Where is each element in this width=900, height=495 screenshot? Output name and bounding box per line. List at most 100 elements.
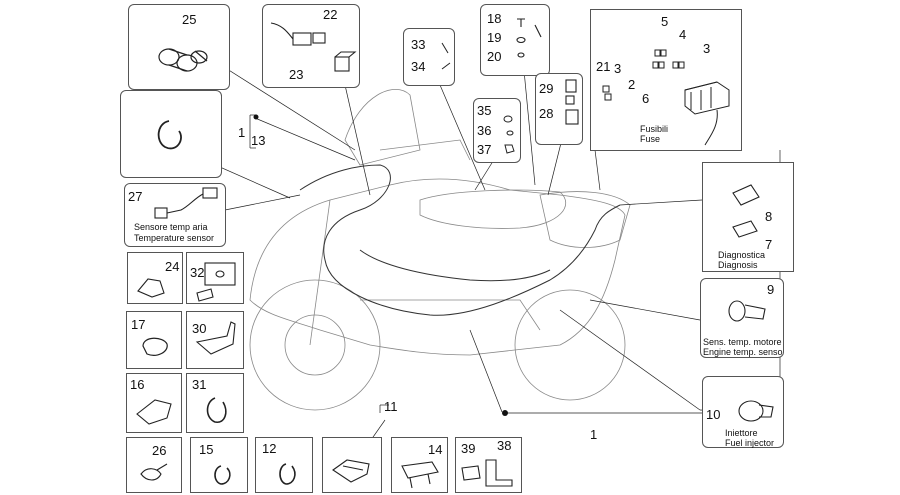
part-box-11 — [322, 437, 382, 493]
callout-39: 39 — [461, 441, 476, 456]
callout-29: 29 — [539, 81, 554, 96]
callout-26: 26 — [152, 443, 167, 458]
injector-caption-en: Fuel injector — [725, 438, 775, 448]
seat-outline — [419, 189, 566, 229]
callout-17: 17 — [131, 317, 146, 332]
callout-7: 7 — [765, 237, 773, 252]
part-box-7-8 — [702, 162, 794, 272]
screw-washer-icon — [441, 42, 451, 70]
wiring-harness — [299, 164, 621, 316]
part-box-38-39 — [455, 437, 522, 493]
callout-5: 5 — [661, 14, 669, 29]
fuse-caption-en: Fuse — [640, 134, 661, 144]
front-wheel-hub — [284, 314, 346, 376]
air-temp-caption-it: Sensore temp aria — [134, 222, 208, 232]
callout-35: 35 — [477, 103, 492, 118]
part-box-16 — [126, 373, 182, 433]
callout-9: 9 — [767, 282, 775, 297]
part-box-10 — [702, 376, 784, 448]
callout-24: 24 — [165, 259, 180, 274]
cable-tie-icon — [140, 463, 168, 481]
callout-12: 12 — [262, 441, 277, 456]
callout-2: 2 — [628, 77, 636, 92]
part-box-9 — [700, 278, 784, 358]
part-box-22-23 — [262, 4, 360, 88]
part-box-14 — [391, 437, 448, 493]
ignition-switch-icon — [158, 48, 208, 72]
callout-15: 15 — [199, 442, 214, 457]
callout-13: 13 — [251, 133, 266, 148]
cable-clip-icon — [157, 120, 182, 150]
callout-23: 23 — [289, 67, 304, 82]
callout-6: 6 — [642, 91, 650, 106]
front-fork-outline — [309, 199, 331, 346]
diagnosis-caption-it: Diagnostica — [718, 250, 766, 260]
engine-temp-caption-it: Sens. temp. motore — [703, 337, 782, 347]
bolt-washer-nut-icon — [516, 18, 542, 58]
callout-30: 30 — [192, 321, 207, 336]
callout-28: 28 — [539, 106, 554, 121]
part-box-27 — [124, 183, 226, 247]
callout-27: 27 — [128, 189, 143, 204]
cable-guide-icon — [332, 459, 370, 483]
relay-icon — [565, 79, 579, 125]
part-box-17 — [126, 311, 182, 369]
fuse-caption-it: Fusibili — [640, 124, 669, 134]
part-box-30 — [186, 311, 244, 369]
handlebar-outline — [379, 139, 471, 161]
callout-33: 33 — [411, 37, 426, 52]
hose-clip-icon — [206, 397, 227, 423]
callout-20: 20 — [487, 49, 502, 64]
diagnosis-caption-en: Diagnosis — [718, 260, 758, 270]
callout-19: 19 — [487, 30, 502, 45]
callout-3-left: 3 — [614, 61, 622, 76]
callout-34: 34 — [411, 59, 426, 74]
part-box-13 — [120, 90, 222, 178]
part-box-15 — [190, 437, 248, 493]
part-box-33-34 — [403, 28, 455, 86]
part-box-28-29 — [535, 73, 583, 145]
spring-clip-icon — [214, 465, 231, 485]
callout-1-bottom: 1 — [590, 427, 598, 442]
screw-nut-icon — [503, 115, 515, 154]
callout-3-right: 3 — [703, 41, 711, 56]
part-box-35-37 — [473, 98, 521, 163]
bracket-icon — [195, 321, 236, 355]
callout-11: 11 — [384, 399, 398, 414]
bolt-bracket-icon — [461, 459, 513, 487]
part-box-18-20 — [480, 4, 550, 76]
callout-10: 10 — [706, 407, 721, 422]
engine-temp-sensor-icon — [728, 300, 766, 322]
callout-4: 4 — [679, 27, 687, 42]
cable-holder-icon — [136, 399, 172, 425]
part-box-12 — [255, 437, 313, 493]
bolt-plate-icon — [196, 262, 236, 302]
part-box-31 — [186, 373, 244, 433]
part-box-24 — [127, 252, 183, 304]
cable-clamp-icon — [142, 337, 168, 356]
wire-clip-icon — [279, 463, 296, 485]
callout-37: 37 — [477, 142, 492, 157]
floor-outline — [360, 299, 541, 331]
scooter-body-outline — [249, 178, 626, 356]
callout-14: 14 — [428, 442, 443, 457]
rear-body-outline — [539, 191, 631, 248]
air-temp-caption-en: Temperature sensor — [134, 233, 215, 243]
callout-8: 8 — [765, 209, 773, 224]
callout-31: 31 — [192, 377, 207, 392]
relay-module-icon — [270, 22, 357, 72]
callout-21: 21 — [596, 59, 611, 74]
part-box-25 — [128, 4, 230, 90]
diagnostic-connector-icon — [732, 184, 760, 238]
temperature-sensor-icon — [154, 187, 218, 219]
callout-32: 32 — [190, 265, 205, 280]
engine-temp-caption-en: Engine temp. senso — [703, 347, 783, 357]
clip-nut-icon — [137, 278, 165, 298]
callout-25: 25 — [182, 12, 197, 27]
wiring-harness-branch — [359, 249, 551, 282]
injector-caption-it: Iniettore — [725, 428, 758, 438]
windscreen-outline — [344, 89, 421, 166]
callout-22: 22 — [323, 7, 338, 22]
front-wheel-outline — [249, 279, 381, 411]
